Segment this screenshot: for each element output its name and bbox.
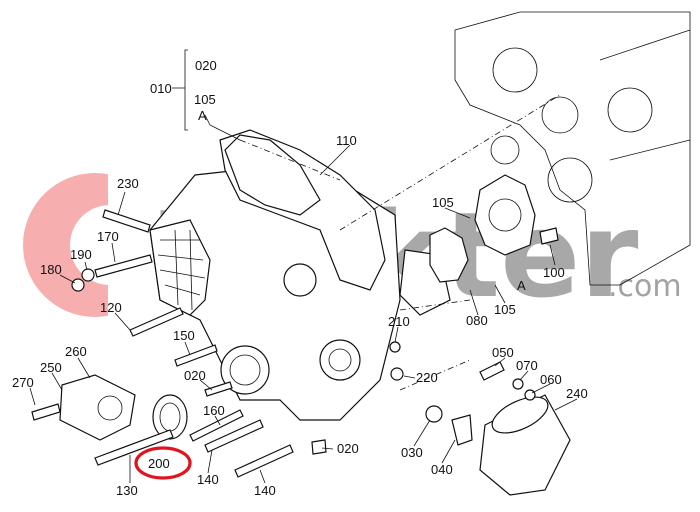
oil-filter [311,227,571,496]
callout-label: 170 [97,229,119,244]
gasket [224,134,321,216]
callout-label: 105 [432,195,454,210]
callout-label: 220 [416,370,438,385]
callout-label: 120 [100,300,122,315]
callout-label: 140 [254,483,276,498]
callout-label: 180 [40,262,62,277]
callout-label: 160 [203,403,225,418]
callout-labels: 010 020 105 A 110 230 170 190 180 120 15… [12,58,588,498]
callout-label: 050 [492,345,514,360]
highlight-ring [134,446,192,480]
engine-block [454,11,691,286]
callout-label: A [517,278,526,293]
left-parts [31,209,294,478]
bracket [184,49,188,131]
callout-label: 100 [543,265,565,280]
watermark-suffix: .com [608,269,682,304]
callout-label: 010 [150,81,172,96]
callout-label: 110 [336,133,357,148]
callout-label: 270 [12,375,34,390]
callout-label: 020 [184,368,206,383]
callout-label: 070 [516,358,538,373]
callout-label: A [198,108,207,123]
callout-label: 240 [566,386,588,401]
callout-label: 140 [197,472,219,487]
callout-label: 250 [40,360,62,375]
callout-label: 150 [173,328,195,343]
callout-label: 030 [401,445,423,460]
callout-label: 190 [70,247,92,262]
callout-label: 060 [540,372,562,387]
callout-label: 040 [431,462,453,477]
watermark-gear-icon [23,160,168,335]
callout-label: 080 [466,313,488,328]
callout-label: 130 [116,483,138,498]
callout-label: 020 [195,58,217,73]
callout-label: 105 [194,92,216,107]
callout-label: 260 [65,344,87,359]
callout-label: 230 [117,176,139,191]
callout-label: 020 [337,441,359,456]
callout-label: 105 [494,302,516,317]
callout-label: 210 [388,314,410,329]
callout-label-highlighted: 200 [148,456,170,471]
